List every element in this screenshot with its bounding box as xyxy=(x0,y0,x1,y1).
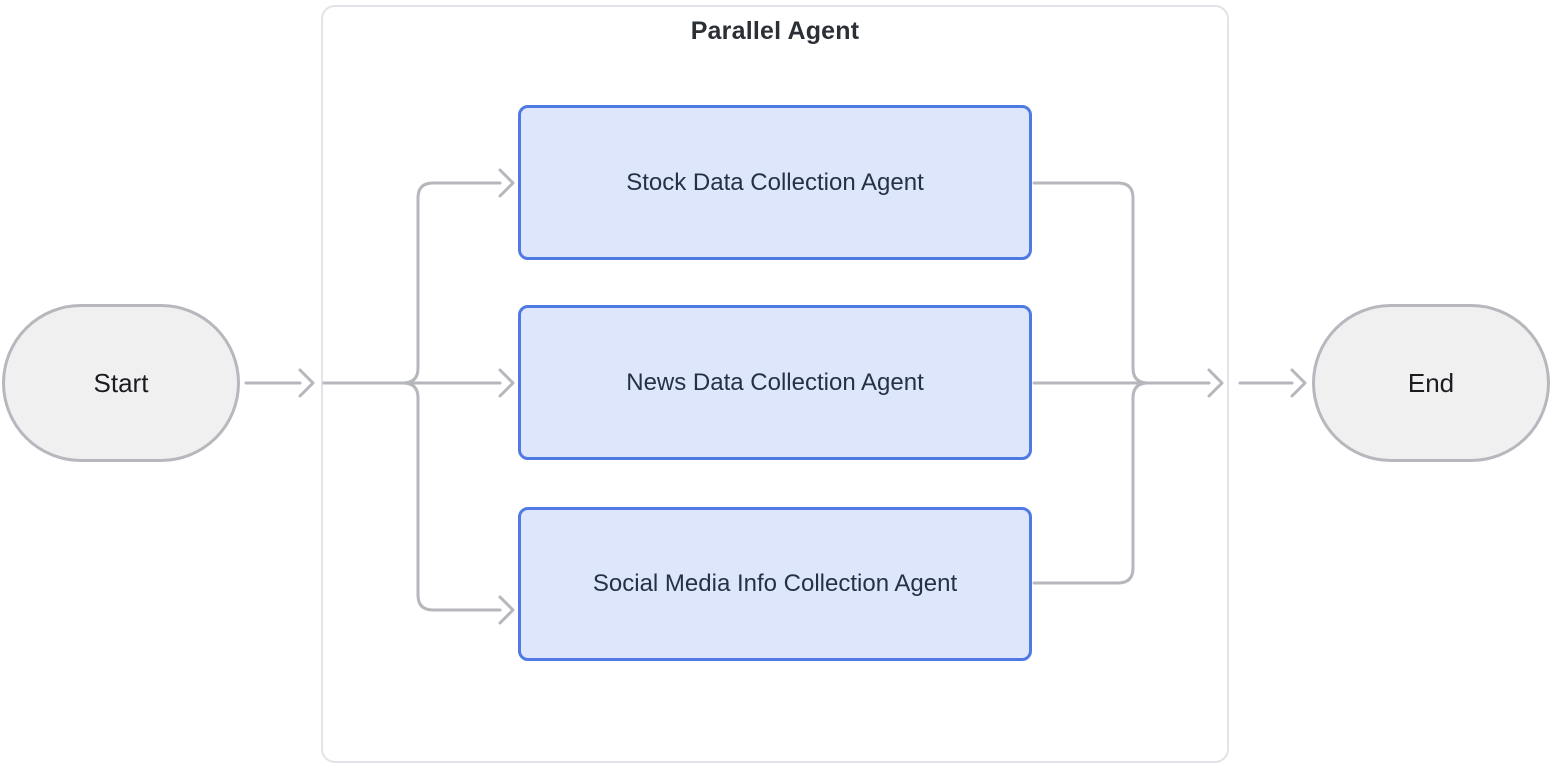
arrowhead-split-to-agent2 xyxy=(498,368,515,398)
social-media-info-collection-agent-label: Social Media Info Collection Agent xyxy=(592,570,958,597)
stock-data-collection-agent-node: Stock Data Collection Agent xyxy=(518,105,1032,260)
edge-agent1-to-merge xyxy=(1032,181,1150,385)
arrowhead-split-to-agent1 xyxy=(498,168,515,198)
news-data-collection-agent-node: News Data Collection Agent xyxy=(518,305,1032,460)
parallel-agent-group-title: Parallel Agent xyxy=(690,17,860,45)
edge-agent3-to-merge xyxy=(1032,381,1150,585)
end-node-label: End xyxy=(1407,367,1455,398)
stock-data-collection-agent-label: Stock Data Collection Agent xyxy=(626,168,924,196)
social-media-info-collection-agent-node: Social Media Info Collection Agent xyxy=(518,507,1032,661)
edge-split-to-agent1 xyxy=(322,181,502,385)
start-node: Start xyxy=(2,304,240,462)
arrowhead-merge-to-group-exit xyxy=(1207,368,1224,398)
arrowhead-group-to-end xyxy=(1290,368,1307,398)
arrowhead-split-to-agent3 xyxy=(498,595,515,625)
edge-split-to-agent3 xyxy=(322,381,502,612)
end-node: End xyxy=(1312,304,1550,462)
news-data-collection-agent-label: News Data Collection Agent xyxy=(626,368,924,396)
start-node-label: Start xyxy=(93,367,149,398)
arrowhead-start-to-group xyxy=(298,368,315,398)
